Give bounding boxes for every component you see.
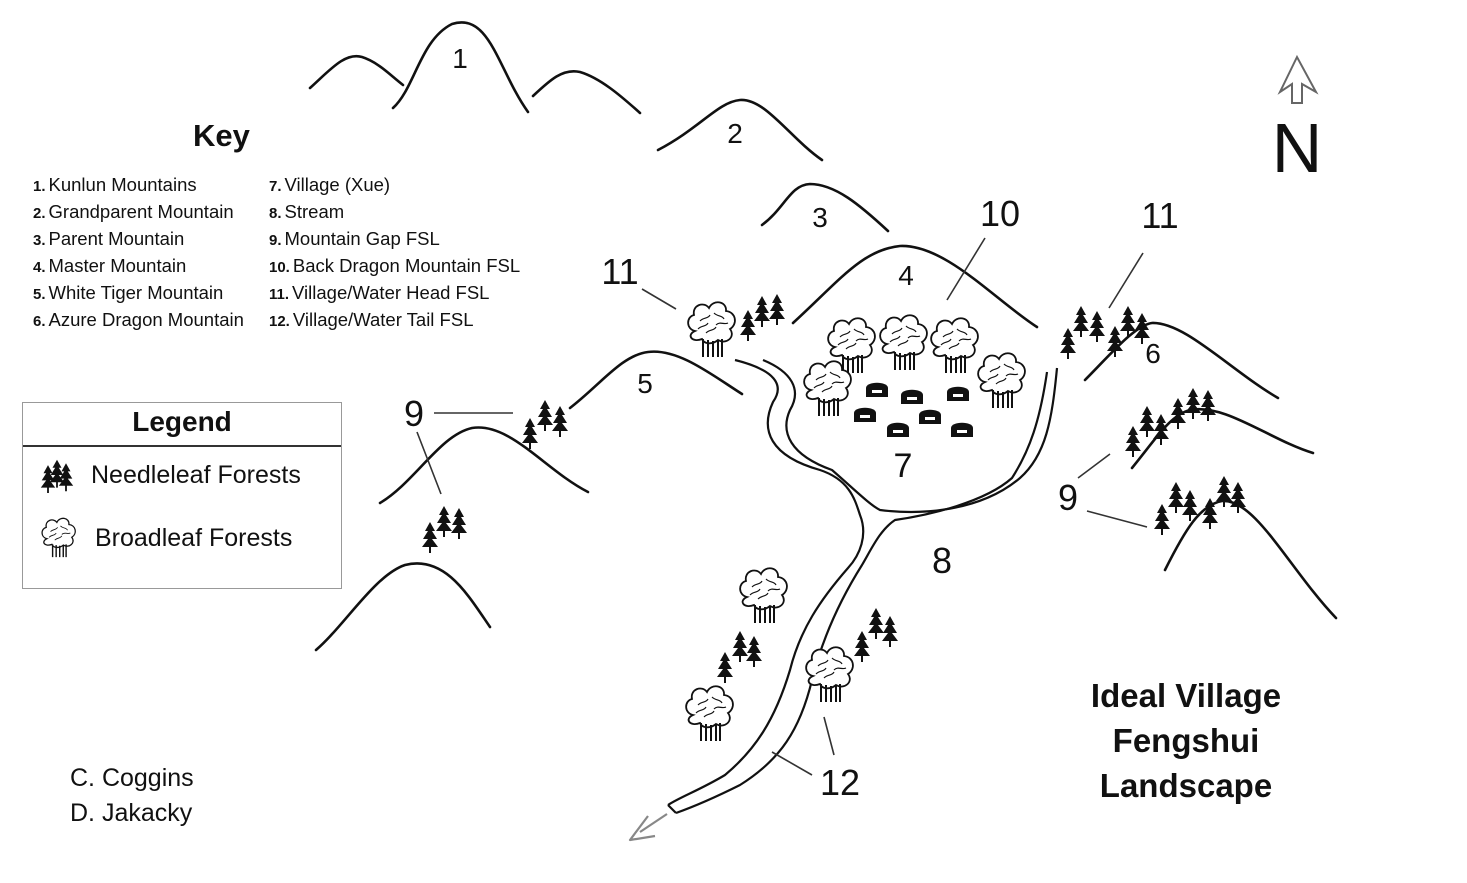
legend-item-broadleaf: Broadleaf Forests (37, 516, 292, 560)
title-line-1: Ideal Village (1090, 677, 1282, 714)
broadleaf-trees (685, 301, 1026, 742)
label-3: 3 (812, 202, 828, 233)
label-9-left: 9 (404, 393, 424, 434)
kunlun-left-ridge (308, 54, 405, 90)
label-4: 4 (898, 260, 914, 291)
low-left-ridge (314, 562, 492, 652)
stream-bank-outer (667, 358, 865, 806)
credit-author-1: C. Coggins (70, 764, 194, 792)
compass-n-label: N (1272, 109, 1323, 187)
title-line-3: Landscape (1099, 767, 1273, 804)
legend-box: Legend Needleleaf Forests Broadleaf Fore… (22, 402, 342, 589)
label-1: 1 (452, 43, 468, 74)
grandparent-mountain-ridge (656, 98, 824, 162)
village-huts (854, 382, 973, 437)
master-mountain-ridge (791, 244, 1039, 329)
title-line-2: Fengshui (1112, 722, 1260, 759)
label-7: 7 (894, 447, 913, 485)
leader-lines (416, 237, 1148, 776)
label-9-right: 9 (1058, 477, 1078, 518)
legend-title: Legend (23, 403, 341, 447)
mountain-ridges (308, 21, 1338, 652)
key-item-6: 6.Azure Dragon Mountain (33, 309, 244, 330)
key-title: Key (193, 118, 250, 153)
key-item-5: 5.White Tiger Mountain (33, 282, 224, 303)
legend-label-needleleaf: Needleleaf Forests (91, 460, 301, 489)
gap-right-lower-ridge (1163, 499, 1338, 620)
key-item-1: 1.Kunlun Mountains (33, 174, 197, 195)
north-arrow-icon (1277, 54, 1319, 104)
key-item-10: 10.Back Dragon Mountain FSL (269, 255, 521, 276)
key-item-12: 12.Village/Water Tail FSL (269, 309, 474, 330)
key-item-3: 3.Parent Mountain (33, 228, 185, 249)
white-tiger-mountain-ridge (568, 350, 744, 410)
outflow-arrow (628, 813, 668, 842)
azure-dragon-mountain-ridge (1083, 321, 1280, 400)
label-12: 12 (820, 762, 860, 803)
kunlun-main-ridge (391, 21, 530, 114)
key-column-right: 7.Village (Xue) 8.Stream 9.Mountain Gap … (269, 172, 520, 334)
key-column-left: 1.Kunlun Mountains 2.Grandparent Mountai… (33, 172, 244, 334)
needleleaf-tree-icon (40, 459, 74, 493)
key-item-7: 7.Village (Xue) (269, 174, 391, 195)
stream (667, 358, 1059, 815)
legend-item-needleleaf: Needleleaf Forests (37, 455, 301, 495)
gap-left-ridge (378, 426, 590, 505)
kunlun-right-ridge (531, 69, 642, 115)
label-6: 6 (1145, 338, 1161, 369)
broadleaf-tree-icon (41, 517, 76, 558)
label-11-left: 11 (601, 251, 638, 292)
label-8: 8 (932, 540, 952, 581)
label-10: 10 (980, 193, 1020, 234)
legend-label-broadleaf: Broadleaf Forests (95, 523, 293, 552)
key-item-8: 8.Stream (269, 201, 345, 222)
key-item-2: 2.Grandparent Mountain (33, 201, 234, 222)
stream-mouth (667, 804, 677, 814)
parent-mountain-ridge (760, 182, 890, 233)
credits: C. Coggins D. Jakacky (70, 761, 194, 831)
label-11-right: 11 (1141, 195, 1178, 236)
stream-bank-inner (762, 358, 1059, 514)
label-2: 2 (727, 118, 743, 149)
key-item-11: 11.Village/Water Head FSL (269, 282, 490, 303)
label-5: 5 (637, 368, 653, 399)
key-item-4: 4.Master Mountain (33, 255, 187, 276)
key-item-9: 9.Mountain Gap FSL (269, 228, 440, 249)
stream-bank-village (675, 371, 1049, 815)
diagram-title: Ideal Village Fengshui Landscape (1070, 673, 1302, 808)
credit-author-2: D. Jakacky (70, 799, 193, 827)
